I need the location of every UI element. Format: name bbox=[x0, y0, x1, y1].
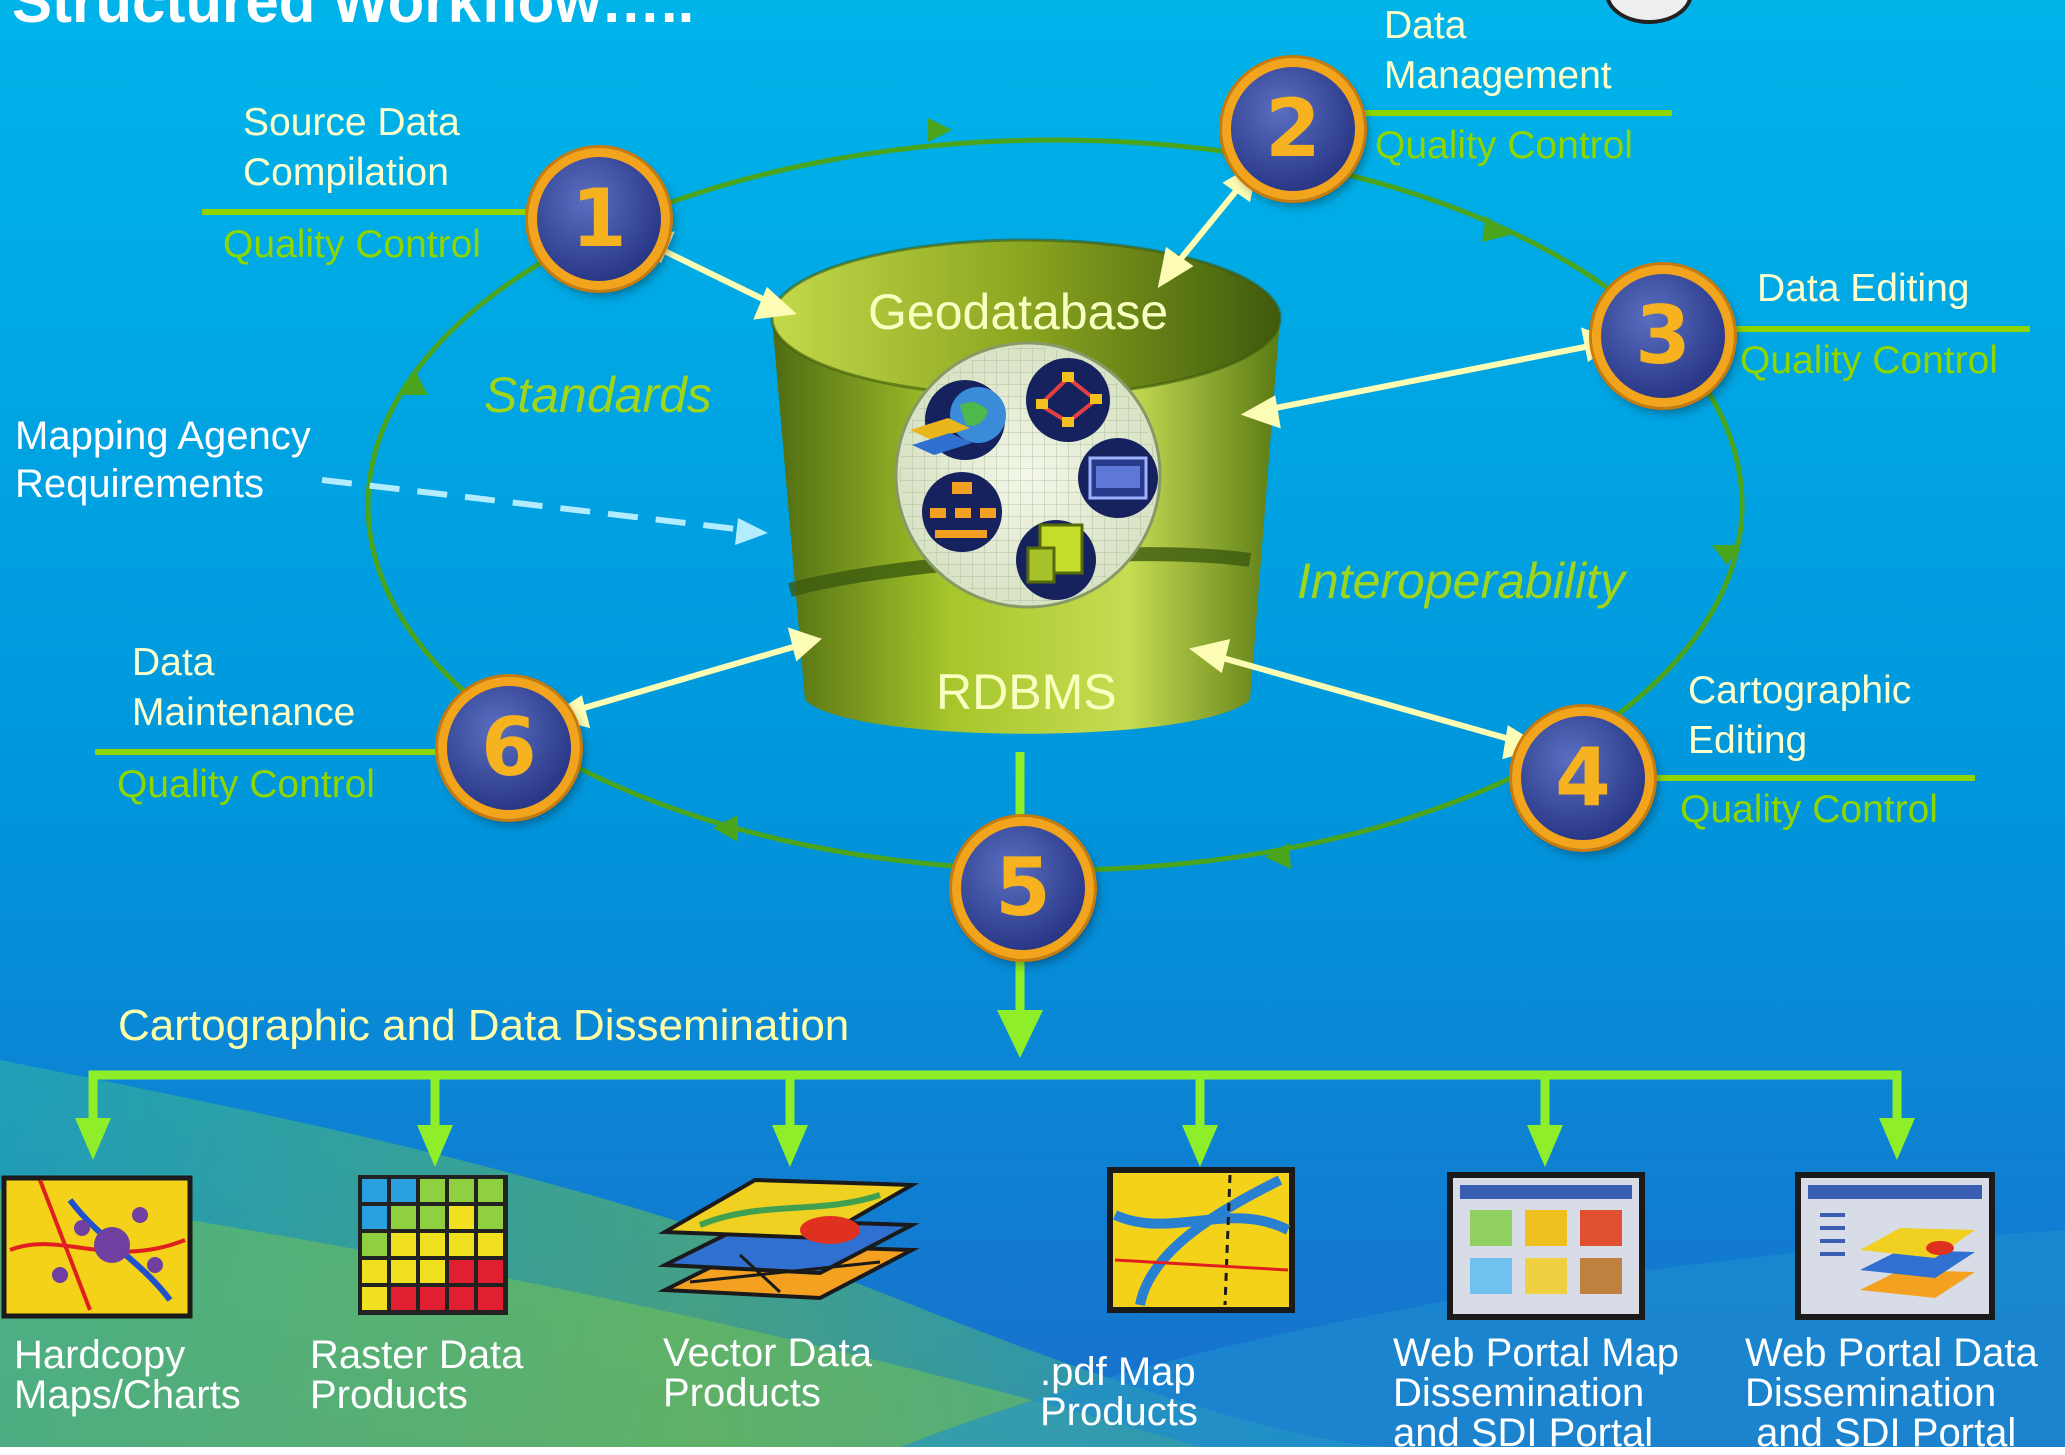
step-3-label-line1: Data Editing bbox=[1757, 267, 1970, 310]
step-1-quality-control: Quality Control bbox=[223, 223, 481, 266]
step-2-quality-control: Quality Control bbox=[1375, 124, 1633, 167]
raster-cell bbox=[420, 1260, 445, 1283]
raster-cell bbox=[362, 1179, 387, 1202]
raster-cell bbox=[420, 1233, 445, 1256]
step-4-label-line2: Editing bbox=[1688, 719, 1808, 762]
map-chart-icon bbox=[1, 1175, 193, 1319]
step-3-node: 3 bbox=[1592, 265, 1734, 407]
raster-cell bbox=[478, 1233, 503, 1256]
raster-cell bbox=[478, 1206, 503, 1229]
raster-cell bbox=[420, 1179, 445, 1202]
step-2-label-line1: Data bbox=[1384, 4, 1467, 47]
topology-network-icon bbox=[1026, 358, 1110, 442]
raster-cell bbox=[362, 1233, 387, 1256]
geodatabase-cylinder bbox=[770, 238, 1282, 734]
raster-cell bbox=[362, 1206, 387, 1229]
step-3-quality-control: Quality Control bbox=[1740, 339, 1998, 382]
raster-cell bbox=[391, 1206, 416, 1229]
raster-cell bbox=[391, 1287, 416, 1310]
page-title: Structured Workflow….. bbox=[12, 0, 695, 35]
step-1-node: 1 bbox=[528, 148, 670, 290]
pdf-map-icon bbox=[1107, 1167, 1295, 1313]
step-1-label-line1: Source Data bbox=[243, 101, 460, 144]
standards-label: Standards bbox=[484, 367, 712, 423]
raster-cell bbox=[420, 1206, 445, 1229]
raster-cell bbox=[449, 1179, 474, 1202]
step-2-node: 2 bbox=[1222, 58, 1364, 200]
geodatabase-label: Geodatabase bbox=[868, 284, 1169, 340]
requirements-arrow bbox=[321, 477, 746, 533]
raster-cell bbox=[449, 1260, 474, 1283]
raster-cell bbox=[449, 1206, 474, 1229]
step-6-label-line1: Data bbox=[132, 641, 215, 684]
raster-cell bbox=[478, 1287, 503, 1310]
raster-cell bbox=[362, 1287, 387, 1310]
dissemination-title: Cartographic and Data Dissemination bbox=[118, 1001, 850, 1050]
raster-cell bbox=[478, 1179, 503, 1202]
raster-cell bbox=[449, 1233, 474, 1256]
raster-cell bbox=[391, 1233, 416, 1256]
web-portal-data-icon bbox=[1795, 1172, 1995, 1320]
vector-layers-icon bbox=[657, 1177, 920, 1301]
dissemination-tree bbox=[75, 752, 1915, 1167]
raster-cell bbox=[449, 1287, 474, 1310]
step-5-node: 5 bbox=[952, 817, 1094, 959]
rdbms-label: RDBMS bbox=[936, 664, 1117, 720]
step-4-quality-control: Quality Control bbox=[1680, 788, 1938, 831]
raster-cell bbox=[420, 1287, 445, 1310]
raster-cell bbox=[478, 1260, 503, 1283]
raster-cell bbox=[362, 1260, 387, 1283]
raster-cell bbox=[391, 1260, 416, 1283]
requirements-label-line1: Mapping Agency bbox=[15, 414, 311, 458]
step-4-node: 4 bbox=[1512, 707, 1654, 849]
step-6-label-line2: Maintenance bbox=[132, 691, 356, 734]
step-2-label-line2: Management bbox=[1384, 54, 1612, 97]
web-portal-map-icon bbox=[1447, 1172, 1645, 1320]
step-4-label-line1: Cartographic bbox=[1688, 669, 1912, 712]
step-1-label-line2: Compilation bbox=[243, 151, 449, 194]
step-6-quality-control: Quality Control bbox=[117, 763, 375, 806]
step-6-node: 6 bbox=[438, 677, 580, 819]
raster-grid-icon bbox=[358, 1175, 508, 1315]
requirements-label-line2: Requirements bbox=[15, 462, 265, 506]
interoperability-label: Interoperability bbox=[1297, 553, 1625, 609]
raster-cell bbox=[391, 1179, 416, 1202]
